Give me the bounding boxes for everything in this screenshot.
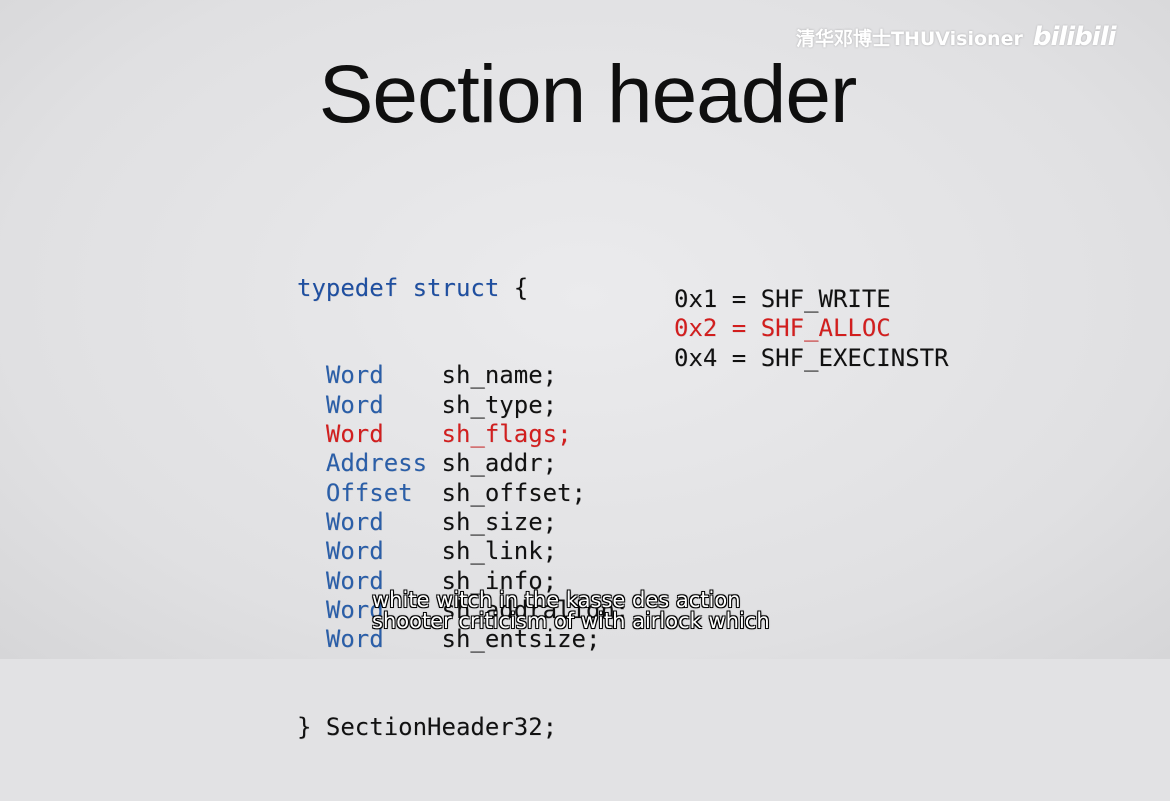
field-name: sh_info; (441, 566, 558, 595)
field-type: Word (325, 625, 384, 654)
bilibili-logo-icon: bilibili (1032, 22, 1117, 52)
bilibili-watermark: 清华邓博士THUVisioner bilibili (796, 22, 1117, 52)
field-type: Word (325, 420, 384, 449)
field-name: sh_link; (441, 537, 558, 566)
field-name: sh_entsize; (441, 625, 601, 654)
field-name: sh_name; (441, 361, 558, 390)
field-type: Word (325, 361, 384, 390)
struct-field: Address sh_addr; (297, 449, 629, 478)
field-name: sh_size; (441, 507, 558, 536)
field-name: sh_addralign; (441, 595, 630, 624)
field-name: sh_type; (441, 390, 558, 419)
struct-field: Word sh_name; (297, 361, 629, 390)
struct-fields: Word sh_name; Word sh_type; Word sh_flag… (297, 361, 629, 654)
video-frame: 清华邓博士THUVisioner bilibili Section header… (0, 0, 1170, 741)
struct-field: Word sh_type; (297, 391, 629, 420)
struct-field: Word sh_addralign; (297, 596, 629, 625)
code-line-open: typedef struct { (297, 274, 629, 303)
struct-field: Offset sh_offset; (297, 479, 629, 508)
field-type: Word (325, 507, 384, 536)
field-type: Word (325, 595, 384, 624)
field-type: Word (325, 537, 384, 566)
field-type: Offset (325, 478, 413, 507)
struct-code-block: typedef struct { Word sh_name; Word sh_t… (297, 215, 629, 801)
struct-field: Word sh_link; (297, 537, 629, 566)
flag-constant: 0x4 = SHF_EXECINSTR (674, 343, 949, 372)
field-name: sh_addr; (441, 449, 558, 478)
flag-constant: 0x1 = SHF_WRITE (674, 285, 891, 313)
typedef-keyword: typedef struct (297, 273, 500, 302)
subtitle-line-2: shooter criticism of with airlock which (372, 609, 770, 633)
field-type: Word (325, 566, 384, 595)
flag-constant: 0x2 = SHF_ALLOC (674, 314, 891, 343)
field-type: Address (325, 449, 428, 478)
slide-title: Section header (318, 49, 858, 140)
subtitle-line-1: white witch in the kasse des action (372, 588, 741, 612)
field-name: sh_flags; (441, 420, 572, 449)
code-line-close: } SectionHeader32; (297, 713, 558, 742)
struct-field: Word sh_entsize; (297, 625, 629, 654)
struct-field: Word sh_size; (297, 508, 629, 537)
field-name: sh_offset; (441, 478, 587, 507)
channel-name: 清华邓博士THUVisioner (796, 27, 1023, 50)
struct-field: Word sh_info; (297, 567, 629, 596)
struct-field: Word sh_flags; (297, 420, 629, 449)
open-brace: { (513, 273, 529, 302)
field-type: Word (325, 390, 384, 419)
